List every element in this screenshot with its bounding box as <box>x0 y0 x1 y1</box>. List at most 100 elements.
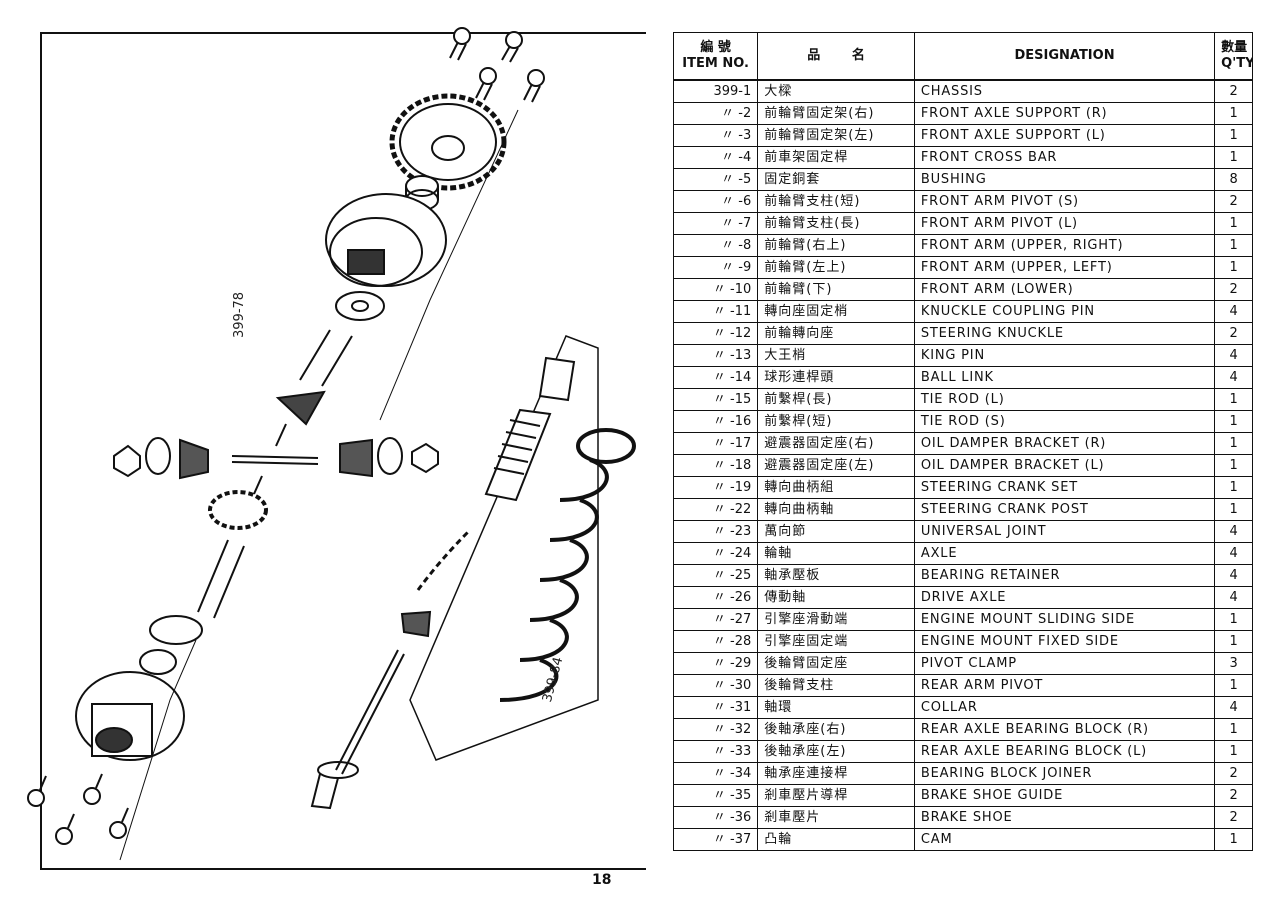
quantity-cell: 1 <box>1214 410 1253 433</box>
screw-icon <box>523 69 545 103</box>
item-number-cell: 〃 -9 <box>672 256 759 279</box>
quantity-cell: 1 <box>1214 476 1253 499</box>
designation-cell: FRONT AXLE SUPPORT (R) <box>913 102 1216 125</box>
item-number-cell: 〃 -5 <box>672 168 759 191</box>
quantity-cell: 1 <box>1214 740 1253 763</box>
quantity-cell: 4 <box>1214 300 1253 323</box>
bearing-block <box>75 671 185 761</box>
screw-icon <box>55 813 75 845</box>
chinese-name-cell: 輪軸 <box>757 542 915 565</box>
item-number-cell: 〃 -2 <box>672 102 759 125</box>
designation-cell: STEERING CRANK SET <box>913 476 1216 499</box>
designation-cell: KING PIN <box>913 344 1216 367</box>
designation-cell: KNUCKLE COUPLING PIN <box>913 300 1216 323</box>
item-number-cell: 〃 -12 <box>672 322 759 345</box>
designation-cell: BUSHING <box>913 168 1216 191</box>
parts-list-table: 編 號 ITEM NO. 品 名 DESIGNATION 數量 Q'TY 399… <box>672 32 1253 851</box>
washer-part <box>149 615 203 645</box>
item-number-cell: 〃 -25 <box>672 564 759 587</box>
side-gear <box>339 438 373 478</box>
chinese-name-cell: 引擎座滑動端 <box>757 608 915 631</box>
screw-icon <box>27 775 47 807</box>
nut-part <box>411 442 439 474</box>
chinese-name-cell: 後軸承座(右) <box>757 718 915 741</box>
designation-cell: PIVOT CLAMP <box>913 652 1216 675</box>
item-number-cell: 〃 -27 <box>672 608 759 631</box>
header-item-no: 編 號 ITEM NO. <box>672 32 759 81</box>
washer-part <box>377 437 403 475</box>
table-header-row: 編 號 ITEM NO. 品 名 DESIGNATION 數量 Q'TY <box>672 32 1253 81</box>
chinese-name-cell: 避震器固定座(左) <box>757 454 915 477</box>
nut-part <box>113 444 141 478</box>
quantity-cell: 2 <box>1214 806 1253 829</box>
washer-part <box>145 437 171 475</box>
drive-shaft <box>197 539 245 619</box>
oil-damper <box>484 356 576 502</box>
ring-gear <box>389 93 507 191</box>
designation-cell: ENGINE MOUNT FIXED SIDE <box>913 630 1216 653</box>
header-item-en: ITEM NO. <box>682 56 749 71</box>
chinese-name-cell: 傳動軸 <box>757 586 915 609</box>
designation-cell: BRAKE SHOE <box>913 806 1216 829</box>
quantity-cell: 4 <box>1214 696 1253 719</box>
chinese-name-cell: 凸輪 <box>757 828 915 851</box>
item-number-cell: 〃 -16 <box>672 410 759 433</box>
designation-cell: CHASSIS <box>913 79 1216 103</box>
quantity-cell: 2 <box>1214 79 1253 103</box>
chinese-name-cell: 軸承壓板 <box>757 564 915 587</box>
chinese-name-cell: 轉向座固定梢 <box>757 300 915 323</box>
header-name-cn-2: 名 <box>851 48 865 63</box>
differential-housing <box>325 193 447 287</box>
quantity-cell: 4 <box>1214 344 1253 367</box>
chinese-name-cell: 前輪臂固定架(左) <box>757 124 915 147</box>
chinese-name-cell: 球形連桿頭 <box>757 366 915 389</box>
screw-icon <box>83 773 103 805</box>
chinese-name-cell: 轉向曲柄組 <box>757 476 915 499</box>
quantity-cell: 1 <box>1214 608 1253 631</box>
quantity-cell: 1 <box>1214 498 1253 521</box>
chinese-name-cell: 前輪臂(右上) <box>757 234 915 257</box>
designation-cell: TIE ROD (S) <box>913 410 1216 433</box>
chinese-name-cell: 固定銅套 <box>757 168 915 191</box>
quantity-cell: 4 <box>1214 542 1253 565</box>
washer-part <box>335 291 385 321</box>
exploded-parts-diagram <box>27 27 636 861</box>
header-item-cn: 編 號 <box>700 40 731 55</box>
chinese-name-cell: 軸承座連接桿 <box>757 762 915 785</box>
designation-cell: FRONT ARM (LOWER) <box>913 278 1216 301</box>
chinese-name-cell: 避震器固定座(右) <box>757 432 915 455</box>
item-number-cell: 〃 -4 <box>672 146 759 169</box>
chinese-name-cell: 前輪臂(下) <box>757 278 915 301</box>
chinese-name-cell: 引擎座固定端 <box>757 630 915 653</box>
chinese-name-cell: 大王梢 <box>757 344 915 367</box>
designation-cell: BEARING RETAINER <box>913 564 1216 587</box>
designation-cell: DRIVE AXLE <box>913 586 1216 609</box>
item-number-cell: 〃 -36 <box>672 806 759 829</box>
item-number-cell: 〃 -17 <box>672 432 759 455</box>
chinese-name-cell: 軸環 <box>757 696 915 719</box>
designation-cell: OIL DAMPER BRACKET (R) <box>913 432 1216 455</box>
item-number-cell: 〃 -18 <box>672 454 759 477</box>
quantity-cell: 2 <box>1214 784 1253 807</box>
quantity-cell: 1 <box>1214 124 1253 147</box>
chinese-name-cell: 前輪臂支柱(短) <box>757 190 915 213</box>
designation-cell: FRONT ARM PIVOT (L) <box>913 212 1216 235</box>
